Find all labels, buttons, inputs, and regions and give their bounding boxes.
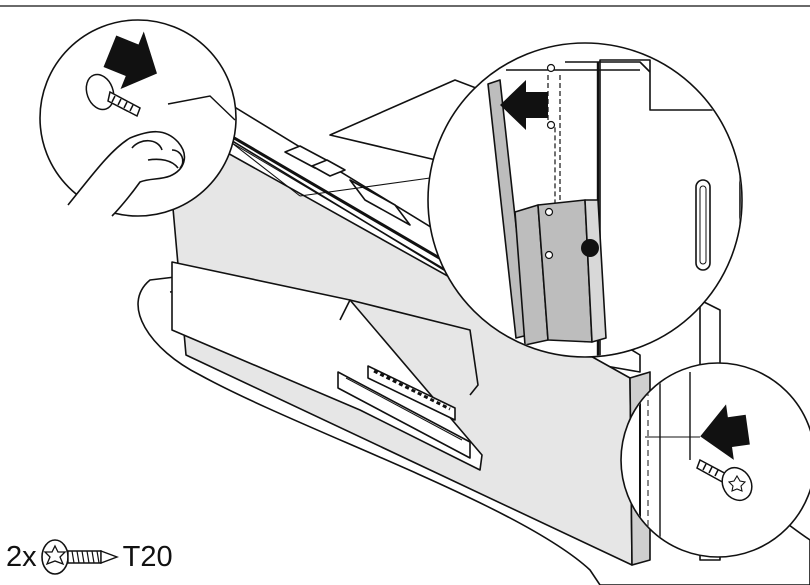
torx-head-icon xyxy=(727,474,747,492)
torx-screw-icon xyxy=(40,539,119,575)
detail-top-left xyxy=(39,19,301,217)
detail-top-right xyxy=(299,42,743,358)
screw-icon xyxy=(696,458,753,502)
hand-icon xyxy=(67,130,186,217)
screw-icon xyxy=(85,73,141,118)
fastener-drive-size: T20 xyxy=(122,540,173,573)
fastener-caption: 2x T20 xyxy=(6,533,173,581)
wall-slot xyxy=(695,179,711,271)
fastener-quantity: 2x xyxy=(6,540,37,573)
push-arrow-icon xyxy=(500,80,548,130)
push-arrow-icon xyxy=(103,31,157,89)
screw-point-icon xyxy=(581,239,599,257)
push-arrow-icon xyxy=(700,404,750,460)
